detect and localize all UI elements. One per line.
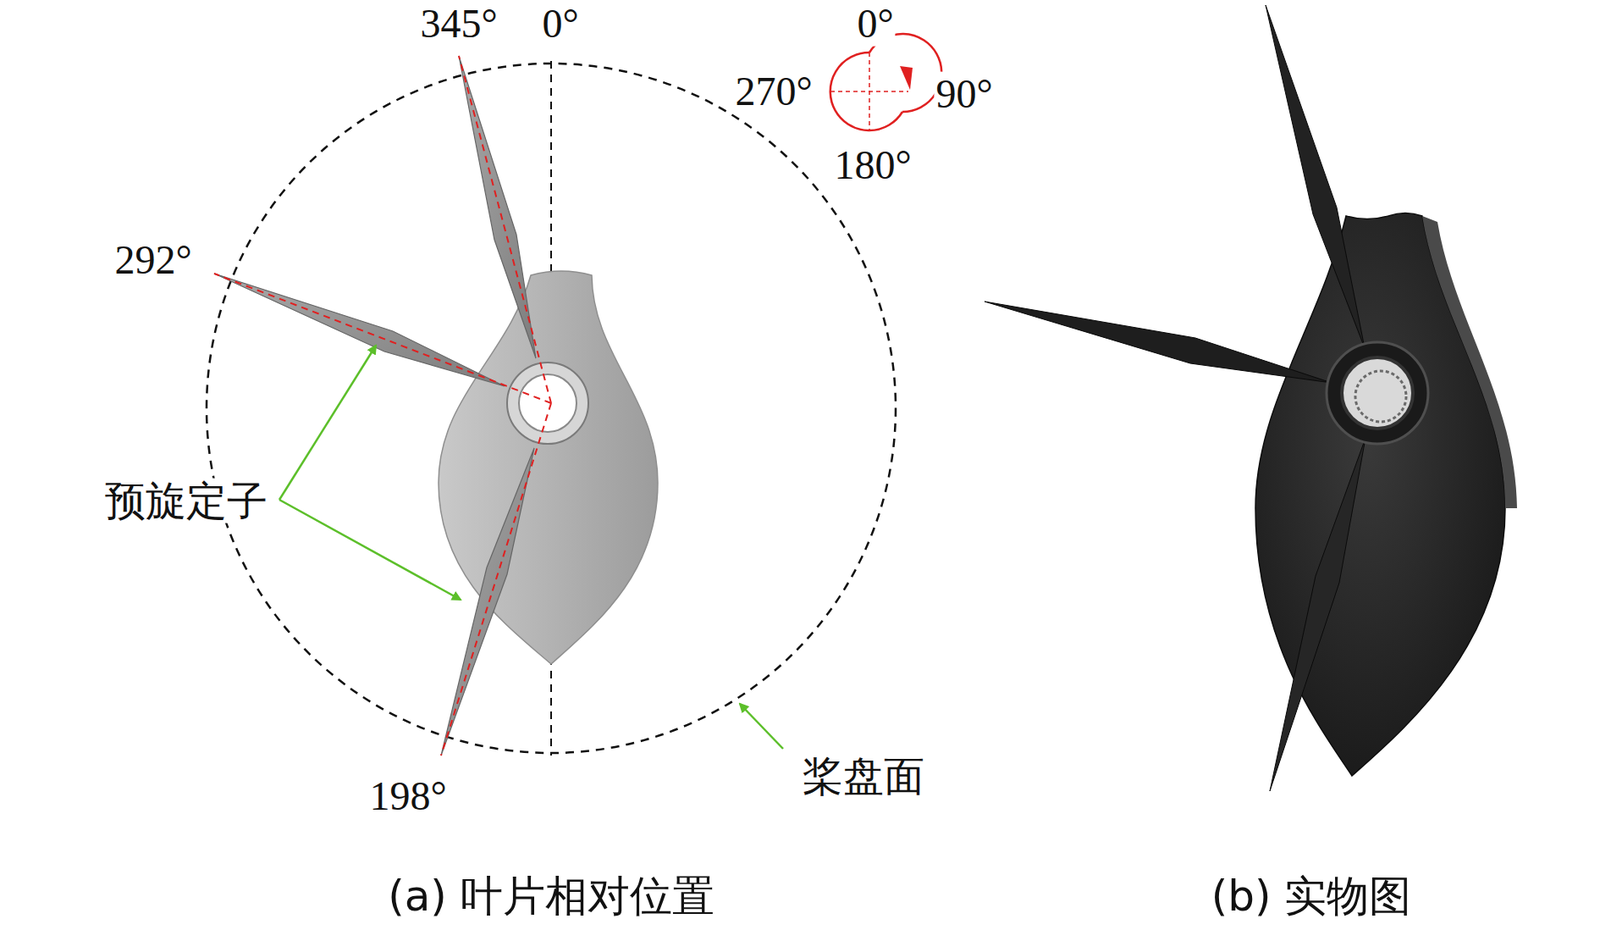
part-label: 桨盘面 bbox=[800, 753, 927, 799]
photo-blade bbox=[1269, 437, 1366, 791]
angle-label: 0° bbox=[540, 1, 580, 47]
part-label: 预旋定子 bbox=[103, 478, 270, 524]
compass-label: 0° bbox=[855, 1, 895, 47]
leader-arrows bbox=[279, 345, 784, 749]
compass-label: 90° bbox=[933, 71, 994, 117]
photo-shroud-edge bbox=[1422, 215, 1518, 508]
duct-shroud bbox=[438, 270, 658, 664]
angle-label: 292° bbox=[112, 237, 194, 283]
photo-hub bbox=[1326, 342, 1429, 444]
angle-label: 345° bbox=[418, 1, 499, 47]
photo-thread bbox=[1355, 370, 1407, 422]
compass-label: 180° bbox=[832, 143, 913, 188]
disc-circle bbox=[206, 63, 896, 753]
blade-centerlines bbox=[214, 55, 552, 756]
photo-blade bbox=[984, 301, 1332, 383]
compass-label: 270° bbox=[733, 69, 814, 115]
hub-bore bbox=[518, 374, 577, 432]
photo-hub-bore bbox=[1341, 357, 1413, 429]
hub-ring bbox=[507, 362, 589, 444]
subfigure-caption: (b) 实物图 bbox=[1209, 872, 1414, 920]
photo-blade bbox=[1265, 5, 1365, 348]
angle-label: 198° bbox=[367, 773, 448, 819]
subfigure-caption: (a) 叶片相对位置 bbox=[386, 872, 717, 920]
angle-compass bbox=[830, 33, 942, 131]
